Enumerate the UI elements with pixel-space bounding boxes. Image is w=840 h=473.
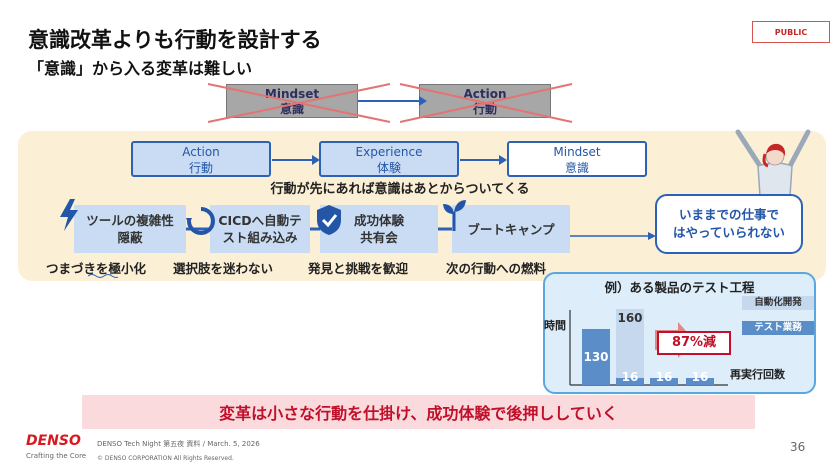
flow-caption: 行動が先にあれば意識はあとからついてくる — [270, 182, 530, 197]
new-action-en: Action — [182, 145, 220, 159]
step-cicd-autotest: CICDへ自動テ スト組み込み — [210, 205, 310, 253]
step-3-line-2: 共有会 — [360, 230, 398, 245]
old-mindset-en: Mindset — [264, 87, 320, 101]
shield-check-icon — [317, 205, 341, 235]
new-action-box: Action 行動 — [131, 141, 271, 177]
cross-line-4 — [399, 83, 573, 123]
bar-test-work: 16 — [616, 370, 644, 385]
goal-box: いままでの仕事で はやっていられない — [655, 194, 803, 254]
step-3-caption: 発見と挑戦を歓迎 — [308, 261, 409, 276]
step-1-line-2: 隠蔽 — [117, 230, 143, 245]
footer-copyright: © DENSO CORPORATION All Rights Reserved. — [97, 455, 234, 462]
bar-test-work: 16 — [686, 370, 714, 385]
step-2-caption: 選択肢を迷わない — [173, 261, 274, 276]
step-tool-complexity: ツールの複雑性 隠蔽 — [74, 205, 186, 253]
wavy-underline — [88, 274, 118, 278]
new-flow-arrows — [272, 155, 507, 165]
goal-line-2: はやっていられない — [673, 225, 785, 240]
old-mindset-box: Mindset 意識 — [226, 84, 358, 118]
denso-logo: DENSO — [26, 433, 81, 449]
public-badge: PUBLIC — [752, 21, 830, 43]
new-experience-ja: 体験 — [376, 161, 401, 175]
new-mindset-ja: 意識 — [564, 161, 589, 175]
step-bootcamp: ブートキャンプ — [452, 205, 570, 253]
new-experience-box: Experience 体験 — [319, 141, 459, 177]
old-action-en: Action — [463, 87, 507, 101]
legend-test-work: テスト業務 — [742, 321, 814, 335]
y-axis-label: 時間 — [544, 319, 566, 332]
reduction-label: 87%減 — [657, 331, 731, 355]
new-flow-arrowhead-2 — [499, 155, 507, 165]
step-2-line-2: スト組み込み — [222, 230, 298, 245]
step-2-line-1: CICDへ自動テ — [218, 213, 302, 228]
new-flow-arrowhead-1 — [312, 155, 320, 165]
lightning-icon — [60, 199, 78, 231]
step-pipeline — [185, 227, 656, 240]
page-number: 36 — [790, 440, 806, 454]
footer-event: DENSO Tech Night 第五夜 資料 / March. 5, 2026 — [97, 440, 260, 448]
step-4-caption: 次の行動への燃料 — [446, 261, 547, 276]
bar-test-work: 130 — [582, 329, 610, 385]
old-flow-overlay — [207, 83, 573, 123]
bar-automation-dev: 160 — [616, 309, 644, 379]
step-4-line-1: ブートキャンプ — [467, 221, 555, 237]
step-1-caption: つまづきを極小化 — [46, 261, 147, 276]
example-title: 例）ある製品のテスト工程 — [604, 280, 755, 295]
cheering-person-icon — [735, 129, 811, 196]
step-3-line-1: 成功体験 — [353, 213, 404, 228]
legend-automation-dev: 自動化開発 — [742, 296, 814, 310]
x-axis-label: 再実行回数 — [730, 368, 785, 381]
key-message-banner: 変革は小さな行動を仕掛け、成功体験で後押ししていく — [82, 395, 755, 429]
cross-line-2 — [207, 83, 391, 123]
ci-cycle-icon — [186, 207, 215, 235]
new-action-ja: 行動 — [188, 161, 213, 175]
new-experience-en: Experience — [355, 145, 423, 159]
step-1-line-1: ツールの複雑性 — [86, 213, 174, 228]
goal-arrowhead — [648, 232, 656, 240]
goal-line-1: いままでの仕事で — [678, 207, 779, 222]
new-mindset-en: Mindset — [553, 145, 601, 159]
page-subtitle: 「意識」から入る変革は難しい — [28, 59, 253, 78]
page-title: 意識改革よりも行動を設計する — [28, 28, 322, 52]
old-flow-arrowhead — [419, 96, 427, 106]
logo-tagline: Crafting the Core — [26, 452, 87, 460]
sprout-icon — [443, 200, 466, 231]
new-mindset-box: Mindset 意識 — [507, 141, 647, 177]
bar-test-work: 16 — [650, 370, 678, 385]
